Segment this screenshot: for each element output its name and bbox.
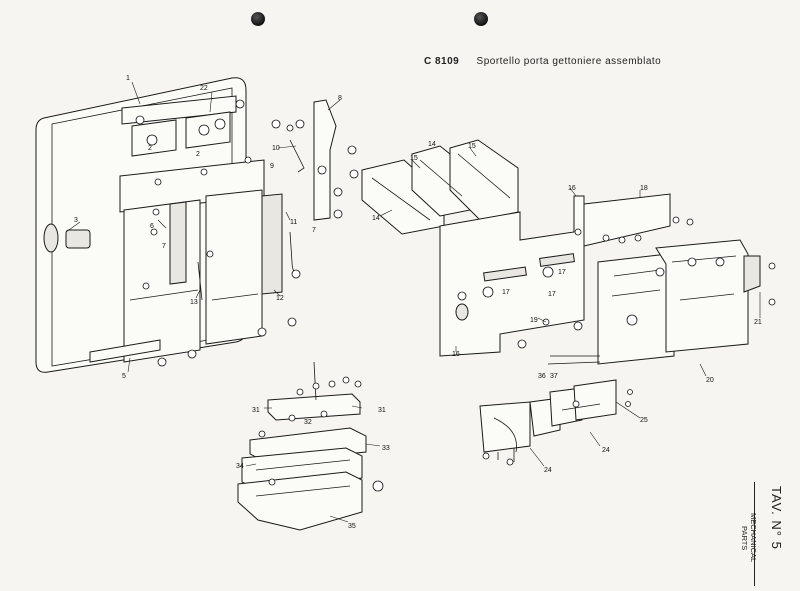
callout-3: 3 bbox=[74, 217, 78, 224]
plate-number: TAV. N° 5 bbox=[769, 486, 784, 550]
callout-8: 8 bbox=[338, 95, 342, 102]
callout-25: 25 bbox=[640, 417, 648, 424]
callout-18: 18 bbox=[640, 185, 648, 192]
callout-6: 6 bbox=[150, 223, 154, 230]
callout-33: 33 bbox=[382, 445, 390, 452]
door-panel-assembly bbox=[35, 77, 359, 373]
drawing-header: C 8109 Sportello porta gettoniere assemb… bbox=[424, 56, 661, 67]
callout-37: 37 bbox=[550, 373, 558, 380]
callout-17b: 17 bbox=[558, 269, 566, 276]
callout-22: 22 bbox=[200, 85, 208, 92]
callout-21: 21 bbox=[754, 319, 762, 326]
callout-5: 5 bbox=[122, 373, 126, 380]
callout-14b: 14 bbox=[428, 141, 436, 148]
callout-24b: 24 bbox=[602, 447, 610, 454]
callout-19: 19 bbox=[530, 317, 538, 324]
sorter-bracket-assembly bbox=[479, 379, 633, 466]
callout-32: 32 bbox=[304, 419, 312, 426]
callout-24a: 24 bbox=[544, 467, 552, 474]
coin-mech-frame-assembly bbox=[361, 139, 776, 365]
callout-1: 1 bbox=[126, 75, 130, 82]
callout-2b: 2 bbox=[196, 151, 200, 158]
callout-11: 11 bbox=[290, 219, 297, 226]
callout-9: 9 bbox=[270, 163, 274, 170]
callout-15b: 15 bbox=[468, 143, 476, 150]
callout-36: 36 bbox=[538, 373, 546, 380]
drawing-code: C 8109 bbox=[424, 56, 460, 67]
callout-7b: 7 bbox=[312, 227, 316, 234]
section-title-line1: MECHANICAL bbox=[749, 513, 758, 563]
callout-34: 34 bbox=[236, 463, 244, 470]
section-title: MECHANICAL PARTS bbox=[738, 490, 758, 586]
callout-17a: 17 bbox=[502, 289, 510, 296]
callout-7a: 7 bbox=[162, 243, 166, 250]
callout-2a: 2 bbox=[148, 145, 152, 152]
callout-13: 13 bbox=[190, 299, 198, 306]
callout-31a: 31 bbox=[252, 407, 260, 414]
callout-15a: 15 bbox=[410, 155, 418, 162]
drawing-title: Sportello porta gettoniere assemblato bbox=[476, 56, 662, 67]
plate-tab-frame bbox=[754, 482, 800, 586]
leader-lines bbox=[65, 81, 761, 523]
binder-hole-left bbox=[251, 12, 265, 26]
lower-bracket-assembly bbox=[237, 361, 384, 531]
callout-31b: 31 bbox=[378, 407, 386, 414]
callout-16b: 16 bbox=[452, 351, 460, 358]
callout-12: 12 bbox=[276, 295, 284, 302]
callout-16a: 16 bbox=[568, 185, 576, 192]
section-title-line2: PARTS bbox=[740, 525, 749, 551]
callout-labels: 1 22 2 2 3 5 6 7 7 8 9 10 11 12 13 14 14… bbox=[74, 75, 762, 530]
callout-10: 10 bbox=[272, 145, 280, 152]
callout-20: 20 bbox=[706, 377, 714, 384]
callout-14a: 14 bbox=[372, 215, 380, 222]
callout-35: 35 bbox=[348, 523, 356, 530]
binder-hole-right bbox=[474, 12, 488, 26]
callout-17c: 17 bbox=[548, 291, 556, 298]
